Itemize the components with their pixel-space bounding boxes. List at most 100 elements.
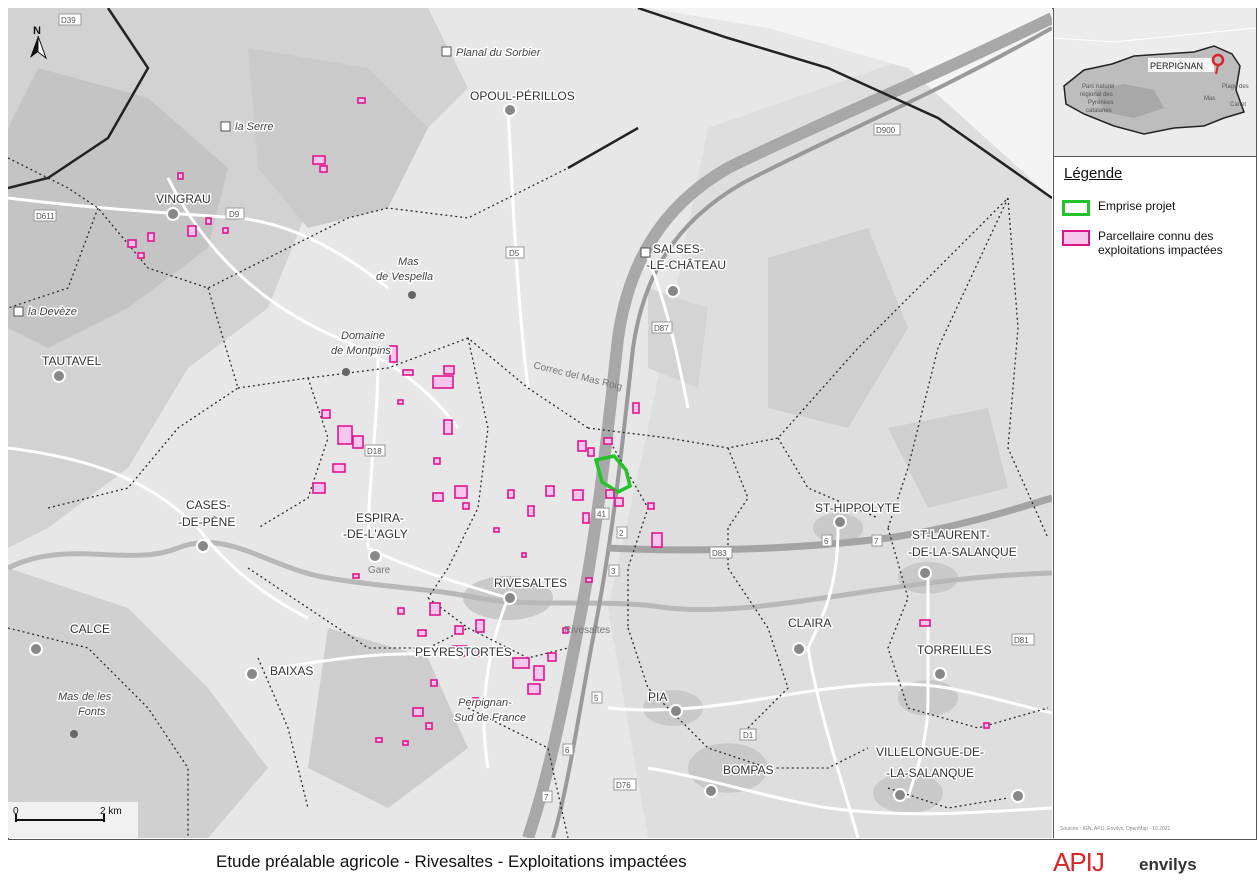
parcel[interactable] bbox=[222, 227, 229, 234]
main-map[interactable]: OPOUL-PÉRILLOS VINGRAU TAUTAVEL SALSES- … bbox=[8, 8, 1052, 838]
parcel[interactable] bbox=[352, 573, 360, 579]
parcel[interactable] bbox=[429, 602, 441, 616]
legend-label-parcellaire: Parcellaire connu des exploitations impa… bbox=[1098, 229, 1223, 257]
parcel[interactable] bbox=[321, 409, 331, 419]
parcel[interactable] bbox=[352, 435, 364, 449]
road-label: D9 bbox=[229, 210, 240, 219]
town-marker bbox=[52, 369, 66, 383]
emprise-projet[interactable] bbox=[593, 454, 633, 495]
town-marker bbox=[666, 284, 680, 298]
parcel[interactable] bbox=[454, 625, 464, 635]
parcels[interactable] bbox=[127, 97, 990, 746]
parcel[interactable] bbox=[397, 399, 404, 405]
parcel[interactable] bbox=[585, 577, 593, 583]
parcel[interactable] bbox=[177, 172, 184, 180]
parcel[interactable] bbox=[205, 217, 212, 225]
department-border bbox=[567, 126, 639, 170]
town-label-cases-1: CASES- bbox=[186, 498, 231, 512]
parcel[interactable] bbox=[562, 627, 569, 634]
parcel[interactable] bbox=[187, 225, 197, 237]
road-label: D18 bbox=[367, 447, 382, 456]
parcel[interactable] bbox=[614, 497, 624, 507]
park-area bbox=[1094, 84, 1164, 118]
exit-label: 5 bbox=[594, 694, 599, 703]
parcel[interactable] bbox=[402, 369, 414, 376]
parcel[interactable] bbox=[389, 345, 398, 363]
road-label: D39 bbox=[61, 16, 76, 25]
place-label: de Montpins bbox=[331, 345, 391, 357]
place-marker bbox=[70, 730, 78, 738]
town-label-rivesaltes: RIVESALTES bbox=[494, 576, 567, 590]
parcel[interactable] bbox=[603, 437, 613, 445]
scale-start-label: 0 bbox=[13, 806, 19, 817]
place-marker bbox=[408, 291, 416, 299]
parcel[interactable] bbox=[319, 165, 328, 173]
parcel[interactable] bbox=[632, 402, 640, 414]
parcel[interactable] bbox=[397, 607, 405, 615]
parcel[interactable] bbox=[312, 482, 326, 494]
town-label-torreilles: TORREILLES bbox=[917, 643, 991, 657]
parcel[interactable] bbox=[572, 489, 584, 501]
parcel[interactable] bbox=[647, 502, 655, 510]
parcel[interactable] bbox=[521, 552, 527, 558]
parcel[interactable] bbox=[582, 512, 590, 524]
parcel[interactable] bbox=[533, 665, 545, 681]
parcel[interactable] bbox=[587, 447, 595, 457]
road-label: D900 bbox=[876, 126, 896, 135]
parcel[interactable] bbox=[512, 657, 530, 669]
parcel[interactable] bbox=[432, 492, 444, 502]
parcel[interactable] bbox=[462, 502, 470, 510]
parcel[interactable] bbox=[454, 485, 468, 499]
road-label: D83 bbox=[712, 549, 727, 558]
town-marker bbox=[503, 103, 517, 117]
road-label: D611 bbox=[36, 212, 55, 221]
parcel[interactable] bbox=[417, 629, 427, 637]
place-label: la Devèze bbox=[28, 306, 77, 318]
inset-map: PERPIGNAN Parc naturel régional des Pyré… bbox=[1053, 8, 1256, 157]
parcel[interactable] bbox=[375, 737, 383, 743]
parcel[interactable] bbox=[357, 97, 366, 104]
parcel[interactable] bbox=[577, 440, 587, 452]
parcel[interactable] bbox=[312, 155, 326, 165]
exit-markers: 41 2 3 5 6 7 6 7 bbox=[541, 507, 883, 803]
place-label: Mas bbox=[398, 256, 419, 268]
parcel[interactable] bbox=[493, 527, 500, 533]
parcel[interactable] bbox=[432, 375, 454, 389]
parcel[interactable] bbox=[651, 532, 663, 548]
road-label: D5 bbox=[509, 249, 520, 258]
parcel[interactable] bbox=[443, 419, 453, 435]
town-marker bbox=[704, 784, 718, 798]
place-label: Gare bbox=[368, 565, 391, 576]
parcel[interactable] bbox=[527, 505, 535, 517]
place-marker-square bbox=[220, 121, 231, 132]
parcel[interactable] bbox=[402, 740, 409, 746]
parcel[interactable] bbox=[527, 683, 541, 695]
parcel[interactable] bbox=[507, 489, 515, 499]
parcel[interactable] bbox=[919, 619, 931, 627]
parcel[interactable] bbox=[430, 679, 438, 687]
north-arrow-icon: N bbox=[30, 25, 48, 60]
parcel[interactable] bbox=[475, 619, 485, 633]
parcel[interactable] bbox=[545, 485, 555, 497]
parcel[interactable] bbox=[547, 652, 557, 662]
parcel[interactable] bbox=[412, 707, 424, 717]
parcel[interactable] bbox=[147, 232, 155, 242]
parcel[interactable] bbox=[443, 365, 455, 375]
parcel[interactable] bbox=[472, 697, 479, 705]
exit-label: 3 bbox=[611, 567, 616, 576]
parcel[interactable] bbox=[472, 647, 480, 657]
emprise-swatch-icon bbox=[1062, 200, 1090, 216]
parcel[interactable] bbox=[337, 425, 353, 445]
town-marker bbox=[833, 515, 847, 529]
parcel[interactable] bbox=[127, 239, 137, 248]
parcel[interactable] bbox=[605, 489, 615, 499]
parcel[interactable] bbox=[433, 457, 441, 465]
inset-region-label: Mas bbox=[1204, 96, 1215, 102]
parcel[interactable] bbox=[137, 252, 145, 259]
parcel[interactable] bbox=[332, 463, 346, 473]
parcel[interactable] bbox=[425, 722, 433, 730]
parcel[interactable] bbox=[983, 722, 990, 729]
town-marker bbox=[245, 667, 259, 681]
parcel[interactable] bbox=[452, 645, 468, 657]
exit-label: 6 bbox=[565, 746, 570, 755]
